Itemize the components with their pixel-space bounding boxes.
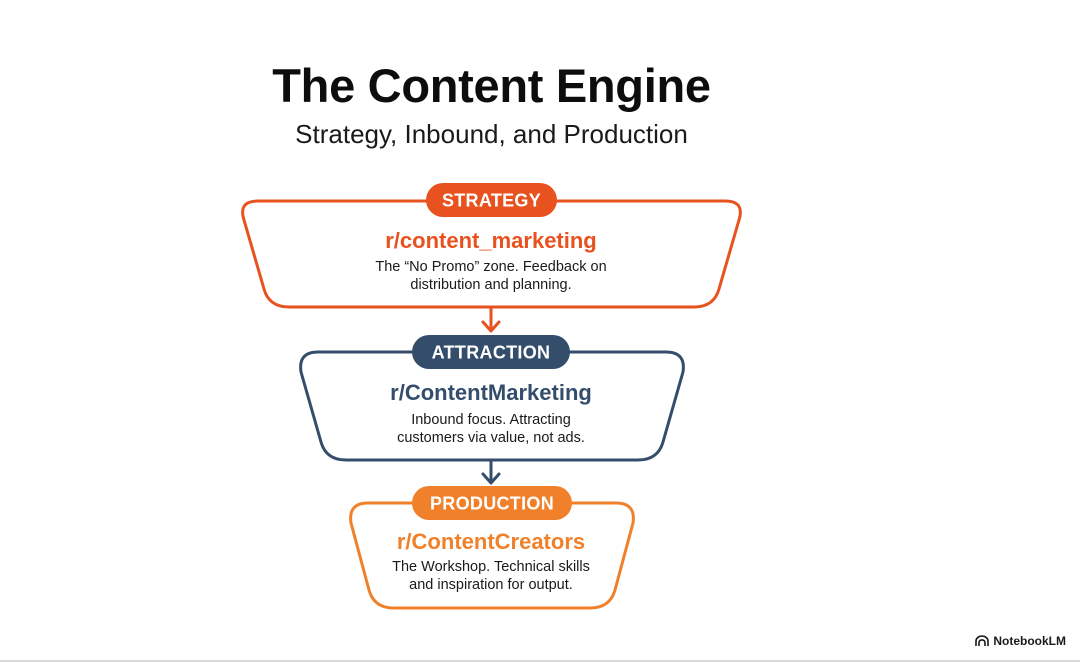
notebooklm-watermark: NotebookLM	[975, 634, 1066, 648]
strategy-subreddit: r/content_marketing	[385, 228, 597, 253]
production-subreddit: r/ContentCreators	[396, 529, 586, 554]
production-card-outline	[349, 501, 635, 610]
production-tag: PRODUCTION	[412, 486, 572, 520]
strategy-to-attraction-arrow	[481, 307, 501, 333]
page-subtitle: Strategy, Inbound, and Production	[295, 119, 688, 149]
attraction-to-production-arrow	[481, 460, 501, 485]
strategy-tag: STRATEGY	[426, 183, 557, 217]
attraction-description-line2: customers via value, not ads.	[397, 430, 585, 446]
notebooklm-label: NotebookLM	[993, 634, 1066, 648]
strategy-tag-label: STRATEGY	[442, 191, 541, 211]
production-tag-label: PRODUCTION	[430, 494, 554, 514]
strategy-description-line2: distribution and planning.	[410, 277, 572, 293]
production-description-line1: The Workshop. Technical skills	[392, 559, 590, 575]
page-title: The Content Engine	[272, 59, 711, 112]
attraction-tag-label: ATTRACTION	[432, 343, 551, 363]
attraction-subreddit: r/ContentMarketing	[390, 380, 592, 405]
attraction-tag: ATTRACTION	[412, 335, 570, 369]
notebooklm-logo-icon	[975, 635, 990, 646]
production-description-line2: and inspiration for output.	[409, 577, 573, 593]
strategy-description-line1: The “No Promo” zone. Feedback on	[375, 259, 607, 275]
attraction-description-line1: Inbound focus. Attracting	[411, 412, 571, 428]
bottom-divider	[0, 660, 1080, 662]
